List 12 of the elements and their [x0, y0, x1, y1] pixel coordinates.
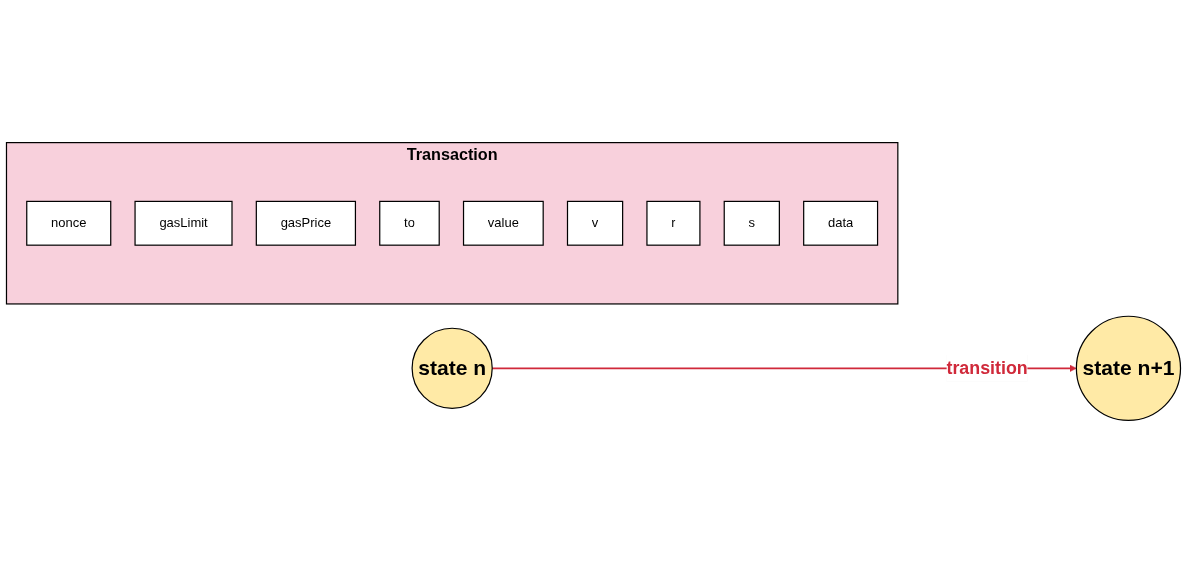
node-box: gasLimit: [134, 200, 233, 246]
node-box: s: [723, 200, 780, 246]
node-box: nonce: [26, 200, 112, 246]
edge-label: transition: [946, 358, 1028, 379]
node-box: to: [379, 200, 440, 246]
node-circle: state n+1: [1075, 315, 1182, 421]
node-box: r: [646, 200, 701, 246]
node-circle: state n: [411, 327, 493, 409]
node-box: data: [803, 200, 879, 246]
node-box: v: [566, 200, 624, 246]
node-box: value: [462, 200, 544, 246]
node-box: gasPrice: [255, 200, 357, 246]
